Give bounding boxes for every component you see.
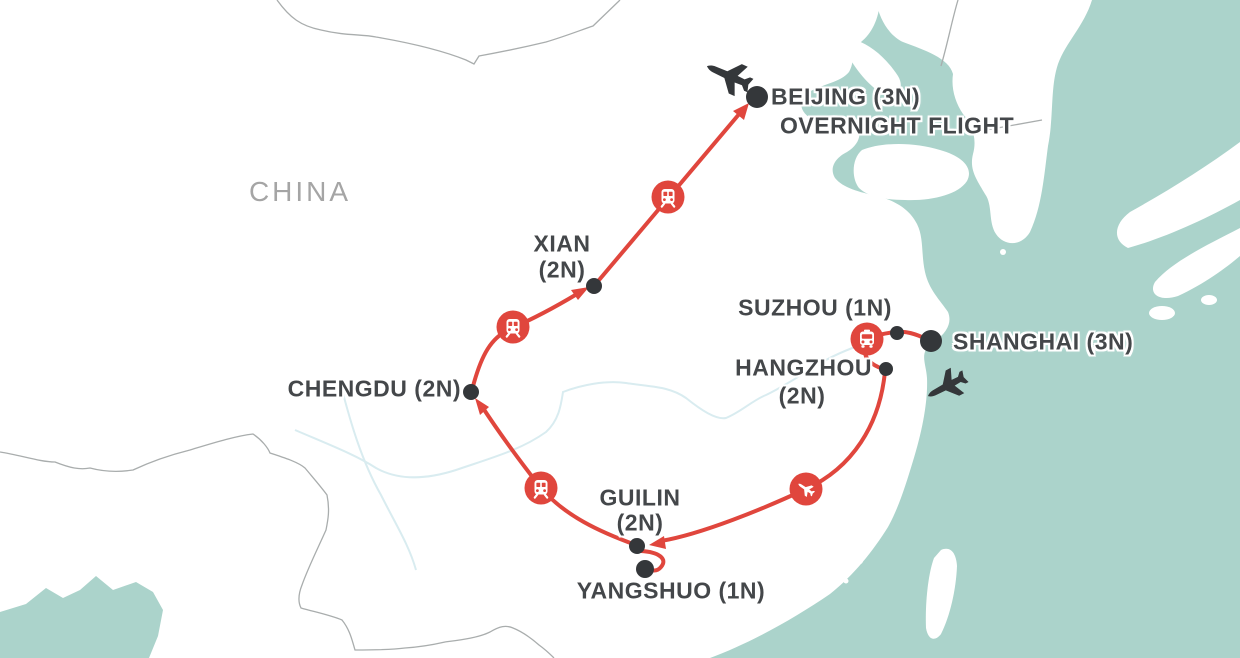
land-taiwan — [925, 548, 957, 639]
marker-hangzhou — [879, 362, 893, 376]
land-korea-peninsula — [876, 0, 1092, 244]
coastal-islets — [843, 249, 1006, 584]
flight-icon-hangzhou-guilin — [789, 472, 823, 506]
country-borders — [0, 0, 1043, 658]
train-icon-guilin-chengdu — [524, 471, 558, 505]
label-china: CHINA — [248, 176, 352, 207]
label-xian: XIAN — [533, 230, 591, 257]
land-shandong-peninsula — [853, 144, 969, 201]
label-chengdu: CHENGDU (2N) — [287, 375, 461, 402]
sea-east — [710, 0, 1240, 658]
marker-yangshuo — [636, 560, 654, 578]
land-japan-islands — [1116, 142, 1240, 320]
label-suzhou: SUZHOU (1N) — [738, 294, 892, 321]
rivers — [294, 341, 870, 571]
route-chengdu-xian — [470, 292, 579, 392]
label-xian-nights: (2N) — [538, 256, 586, 283]
label-hangzhou: HANGZHOU — [735, 354, 872, 381]
label-guilin-nights: (2N) — [616, 509, 664, 536]
label-guilin: GUILIN — [599, 484, 681, 511]
train-icon-chengdu-xian — [496, 310, 530, 344]
coach-icon-shanghai-suzhou — [850, 322, 884, 356]
route-arrow-xian — [571, 287, 589, 300]
label-beijing: BEIJING (3N) — [771, 83, 921, 110]
marker-xian — [586, 278, 602, 294]
train-icon-xian-beijing — [651, 180, 685, 214]
marker-guilin — [629, 538, 645, 554]
route-arrow-beijing — [733, 103, 749, 120]
route-hangzhou-guilin — [659, 369, 887, 543]
route-arrow-guilin — [649, 536, 666, 549]
marker-shanghai — [920, 330, 942, 352]
route-guilin-chengdu — [479, 403, 638, 547]
marker-beijing — [746, 86, 768, 108]
route-arrow-chengdu — [475, 398, 489, 415]
land-liaodong-peninsula — [849, 40, 901, 98]
marker-suzhou — [890, 326, 904, 340]
marker-chengdu — [463, 384, 479, 400]
label-overnight-flight: OVERNIGHT FLIGHT — [780, 112, 1015, 139]
label-shanghai: SHANGHAI (3N) — [953, 328, 1134, 355]
label-yangshuo: YANGSHUO (1N) — [576, 577, 766, 604]
label-hangzhou-nights: (2N) — [778, 382, 826, 409]
sea-southwest-bay — [0, 576, 163, 658]
